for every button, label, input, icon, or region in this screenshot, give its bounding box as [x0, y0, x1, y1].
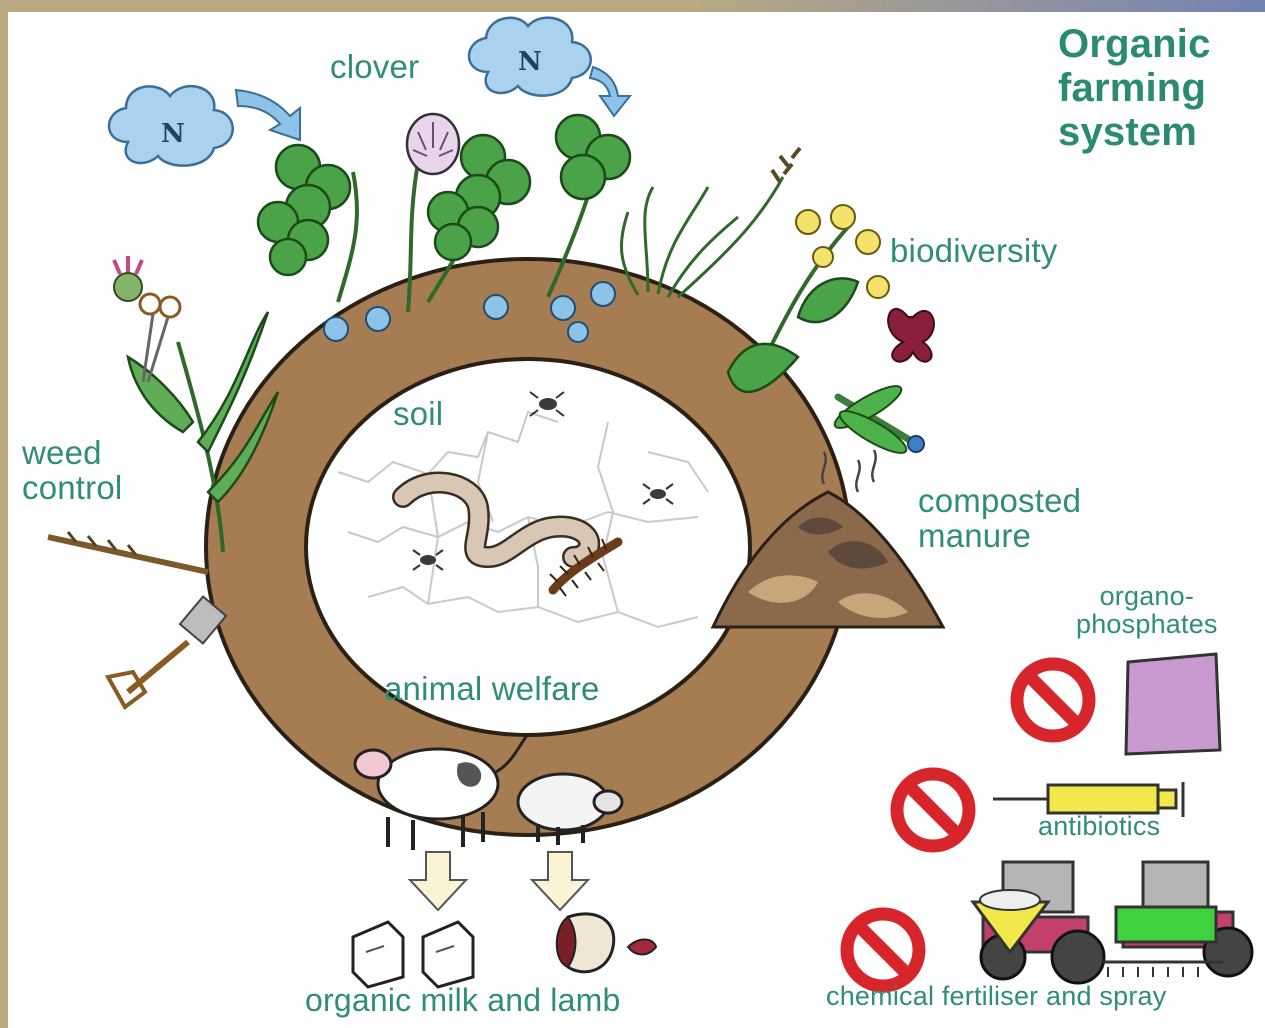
- title-line-2: farming: [1058, 66, 1211, 110]
- label-organic-products: organic milk and lamb: [305, 984, 620, 1018]
- label-weed-control: weed control: [22, 436, 122, 505]
- milk-carton-icons: [353, 922, 473, 987]
- scissors-icon: [140, 294, 180, 382]
- diagram-panel: N N Organic farming system clover biodiv…: [8, 12, 1265, 1028]
- label-antibiotics: antibiotics: [1038, 812, 1160, 840]
- label-biodiversity: biodiversity: [890, 234, 1057, 269]
- ban-sign-antibiotics-icon: [897, 774, 969, 846]
- clover-flower-icon: [407, 114, 459, 174]
- organophosphates-line-2: phosphates: [1076, 610, 1218, 638]
- output-arrow-icons: [410, 852, 588, 910]
- label-chemical-fertiliser: chemical fertiliser and spray: [826, 982, 1166, 1010]
- composted-manure-line-1: composted: [918, 484, 1081, 519]
- ban-sign-chemical-fertiliser-icon: [847, 914, 919, 986]
- nitrogen-symbol-right: N: [518, 47, 542, 77]
- organophosphate-bag-icon: [1126, 654, 1220, 754]
- ban-sign-organophosphates-icon: [1017, 664, 1089, 736]
- label-animal-welfare: animal welfare: [384, 672, 600, 707]
- weed-control-line-1: weed: [22, 436, 122, 471]
- wheat-stalk-icon: [48, 532, 208, 572]
- tractor-sprayer-icon: [1103, 862, 1252, 977]
- label-organophosphates: organo- phosphates: [1076, 582, 1218, 639]
- nitrogen-symbol-left: N: [161, 119, 185, 149]
- label-soil: soil: [393, 397, 443, 432]
- label-composted-manure: composted manure: [918, 484, 1081, 553]
- weed-control-line-2: control: [22, 471, 122, 506]
- organophosphates-line-1: organo-: [1076, 582, 1218, 610]
- title-line-3: system: [1058, 110, 1211, 154]
- tractor-spreader-icon: [973, 862, 1104, 983]
- lamb-meat-icon: [557, 914, 656, 972]
- grass-wheat-icon: [621, 148, 800, 297]
- title-line-1: Organic: [1058, 22, 1211, 66]
- garden-fork-icon: [108, 597, 226, 707]
- diagram-title: Organic farming system: [1058, 22, 1211, 154]
- dragonfly-icon: [830, 379, 924, 459]
- dandelion-plant-icon: [728, 205, 889, 392]
- top-border: [0, 0, 1265, 12]
- label-clover: clover: [330, 50, 419, 85]
- composted-manure-line-2: manure: [918, 519, 1081, 554]
- butterfly-icon: [888, 309, 934, 362]
